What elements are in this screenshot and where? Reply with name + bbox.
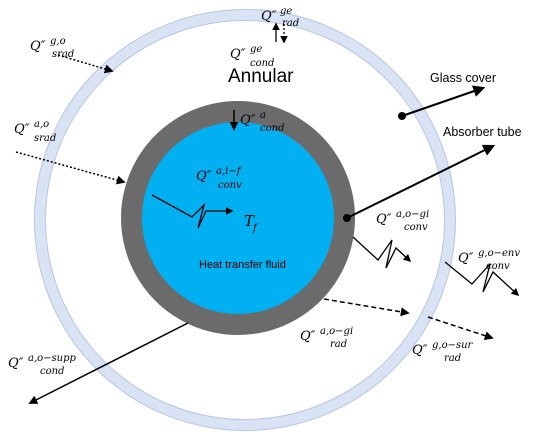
svg-text:Q″: Q″ [261,9,277,24]
svg-text:g,o−sur: g,o−sur [432,340,474,351]
svg-text:Q″: Q″ [196,169,212,184]
svg-text:Q″: Q″ [30,39,46,54]
a-o-srad-arrow [15,151,126,185]
svg-text:cond: cond [260,123,284,134]
svg-text:rad: rad [282,18,299,29]
svg-text:rad: rad [330,339,347,350]
svg-text:g,o−env: g,o−env [478,248,520,259]
svg-text:Q″: Q″ [14,122,30,137]
svg-text:g,o: g,o [50,36,66,47]
svg-text:Q″: Q″ [376,212,392,227]
tf-label: T f [244,212,259,234]
a-o-gi-conv-label: Q″ a,o−gi conv [376,209,429,233]
svg-text:Q″: Q″ [458,251,474,266]
glass-cover-ring [34,9,456,431]
a-o-gi-conv-arrow [352,236,412,269]
annular-label: Annular [228,66,294,87]
g-o-srad-arrow [57,54,114,74]
svg-text:a,o−gi: a,o−gi [396,209,429,220]
a-i-f-conv-label: Q″ a,i−f conv [196,166,243,191]
svg-text:cond: cond [40,366,64,377]
svg-text:a,o−gi: a,o−gi [320,326,353,337]
a-o-gi-rad-arrow [323,298,410,317]
svg-text:Q″: Q″ [230,47,246,62]
svg-text:a,o: a,o [34,119,49,130]
svg-text:Q″: Q″ [412,343,428,358]
a-i-f-conv-arrow [151,194,234,229]
ge-cond-label: Q″ ge cond [230,44,274,69]
g-o-env-conv-arrow [444,261,520,297]
svg-text:a: a [260,110,266,121]
svg-text:srad: srad [52,49,74,60]
glass-cover-pointer-dot [398,112,406,120]
svg-text:f: f [252,223,259,234]
svg-text:rad: rad [444,353,461,364]
svg-text:ge: ge [280,6,292,17]
svg-text:Q″: Q″ [8,356,24,371]
a-o-supp-cond-arrow [28,322,189,404]
svg-text:conv: conv [218,180,242,191]
svg-text:cond: cond [250,58,274,69]
svg-text:a,i−f: a,i−f [216,166,243,177]
a-o-supp-cond-label: Q″ a,o−supp cond [8,353,77,377]
a-cond-label: Q″ a cond [240,110,284,134]
g-o-env-conv-label: Q″ g,o−env conv [458,248,520,272]
glass-cover-pointer [401,85,486,117]
absorber-tube-pointer [346,144,496,219]
heat-transfer-fluid-region [142,122,334,314]
a-o-srad-label: Q″ a,o srad [14,119,56,144]
svg-text:ge: ge [250,44,262,55]
svg-text:conv: conv [486,261,510,272]
heat-transfer-fluid-label: Heat transfer fluid [199,259,286,271]
svg-text:srad: srad [34,133,56,144]
absorber-tube-pointer-dot [343,214,351,222]
g-o-sur-rad-arrow [427,316,494,341]
glass-cover-label: Glass cover [430,71,496,85]
ge-rad-label: Q″ ge rad [261,6,299,29]
glass-cover-outer-edge [34,9,456,431]
svg-text:a,o−supp: a,o−supp [28,353,77,364]
svg-text:Q″: Q″ [300,329,316,344]
g-o-sur-rad-label: Q″ g,o−sur rad [412,340,474,364]
glass-cover-inner-edge [45,20,445,420]
absorber-tube-label: Absorber tube [443,125,522,139]
g-o-srad-label: Q″ g,o srad [30,36,74,60]
svg-text:Q″: Q″ [240,113,256,128]
a-o-gi-rad-label: Q″ a,o−gi rad [300,326,353,350]
svg-text:conv: conv [404,222,428,233]
svg-text:T: T [244,212,255,230]
